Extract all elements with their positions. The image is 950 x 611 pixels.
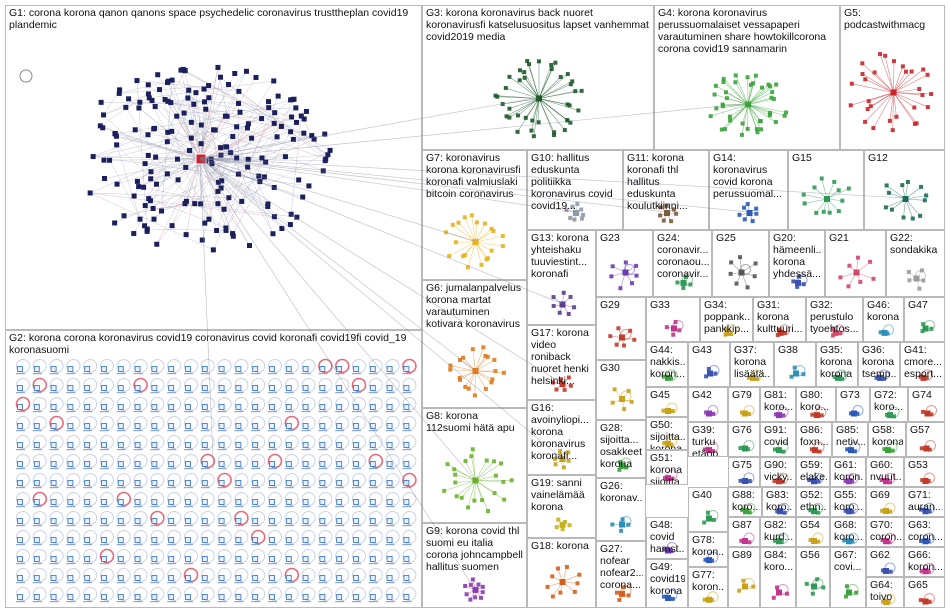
inter-group-edge [200, 158, 905, 198]
inter-group-edge [200, 158, 475, 589]
inter-group-edge [200, 158, 475, 480]
inter-group-edge [200, 158, 575, 212]
inter-group-edge [200, 158, 214, 469]
inter-group-edge [200, 158, 562, 458]
inter-group-edge [200, 98, 538, 159]
inter-group-edge [200, 158, 666, 212]
inter-group-edge [200, 158, 475, 370]
inter-group-edge [200, 158, 475, 241]
inter-group-edge [200, 158, 749, 212]
inter-group-edge [200, 158, 562, 383]
inter-group-edge [200, 158, 562, 304]
inter-group-edge [200, 104, 747, 159]
